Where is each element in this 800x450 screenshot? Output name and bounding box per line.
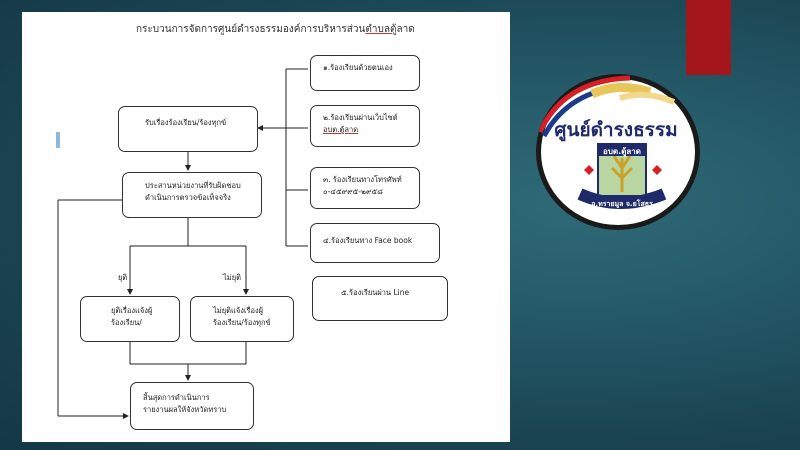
branch-ended-label: ยุติ: [118, 273, 128, 282]
channel-1-label: ๑.ร้องเรียนด้วยตนเอง: [323, 63, 393, 72]
not-ended-line1: ไม่ยุติแจ้งเรื่องผู้: [213, 306, 264, 315]
channel-5-label: ๕.ร้องเรียนผ่าน Line: [341, 288, 410, 297]
org-banner: [598, 144, 646, 156]
channel-walk-in: ๑.ร้องเรียนด้วยตนเอง: [310, 55, 420, 91]
coordinate-box: ประสานหน่วยงานที่รับผิดชอบ ดำเนินการตรวจ…: [122, 172, 262, 218]
not-ended-line2: ร้องเรียน/ร้องทุกข์: [213, 318, 271, 327]
title-suffix: ลาด: [396, 24, 415, 35]
accent-bar: [686, 0, 731, 75]
channel-3-label: ๓. ร้องเรียนทางโทรศัพท์: [323, 175, 402, 184]
not-ended-box: ไม่ยุติแจ้งเรื่องผู้ ร้องเรียน/ร้องทุกข์: [190, 296, 294, 342]
logo-main-text: ศูนย์ดำรงธรรม: [554, 119, 677, 142]
ended-line2: ร้องเรียน/: [111, 318, 142, 327]
slide-marker: [56, 132, 60, 148]
channel-website: ๒.ร้องเรียนผ่านเว็บไซต์ อบต.ตู้ลาด: [310, 105, 420, 147]
right-star-icon: [652, 165, 662, 175]
ended-box: ยุติเรื่องแจ้งผู้ ร้องเรียน/: [80, 296, 180, 342]
final-report-box: สิ้นสุดการดำเนินการ รายงานผลให้จังหวัดทร…: [130, 382, 254, 430]
coordinate-line2: ดำเนินการตรวจข้อเท็จจริง: [145, 193, 231, 202]
document-title: กระบวนการจัดการศูนย์ดำรงธรรมองค์การบริหา…: [136, 22, 415, 37]
logo-location-text: อ.ทรายมูล จ.ยโสธร: [591, 199, 653, 209]
damrongdhama-logo: ศูนย์ดำรงธรรม อบต.ตู้ลาด อ.ทรายมูล จ.ยโส…: [536, 74, 700, 230]
flowchart-document: กระบวนการจัดการศูนย์ดำรงธรรมองค์การบริหา…: [22, 12, 510, 442]
receive-complaint-box: รับเรื่องร้องเรียน/ร้องทุกข์: [118, 106, 258, 152]
branch-not-ended-label: ไม่ยุติ: [223, 273, 241, 282]
coordinate-line1: ประสานหน่วยงานที่รับผิดชอบ: [145, 181, 241, 190]
final-line1: สิ้นสุดการดำเนินการ: [143, 393, 210, 402]
channel-4-label: ๔.ร้องเรียนทาง Face book: [323, 236, 413, 245]
logo-org-text: อบต.ตู้ลาด: [603, 146, 641, 157]
final-line2: รายงานผลให้จังหวัดทราบ: [143, 405, 227, 414]
ended-line1: ยุติเรื่องแจ้งผู้: [111, 306, 153, 315]
flag-stripes-icon: [537, 75, 676, 138]
channel-2-label: ๒.ร้องเรียนผ่านเว็บไซต์: [323, 113, 398, 122]
title-prefix: กระบวนการจัดการศูนย์ดำรงธรรมองค์การบริหา…: [136, 24, 366, 35]
flowchart-connectors: [57, 68, 308, 419]
channel-2-sub: อบต.ตู้ลาด: [323, 125, 359, 134]
channel-line: ๕.ร้องเรียนผ่าน Line: [312, 276, 448, 321]
rice-plant-icon: [610, 155, 634, 192]
receive-label: รับเรื่องร้องเรียน/ร้องทุกข์: [145, 118, 227, 127]
left-star-icon: [584, 165, 594, 175]
channel-facebook: ๔.ร้องเรียนทาง Face book: [310, 223, 440, 263]
location-ribbon: [577, 188, 667, 209]
channel-3-sub: ๐-๔๕๙๙๕-๒๙๕๘: [323, 187, 383, 196]
title-underlined: ตำบลตู้: [365, 24, 397, 35]
channel-phone: ๓. ร้องเรียนทางโทรศัพท์ ๐-๔๕๙๙๕-๒๙๕๘: [310, 167, 420, 209]
